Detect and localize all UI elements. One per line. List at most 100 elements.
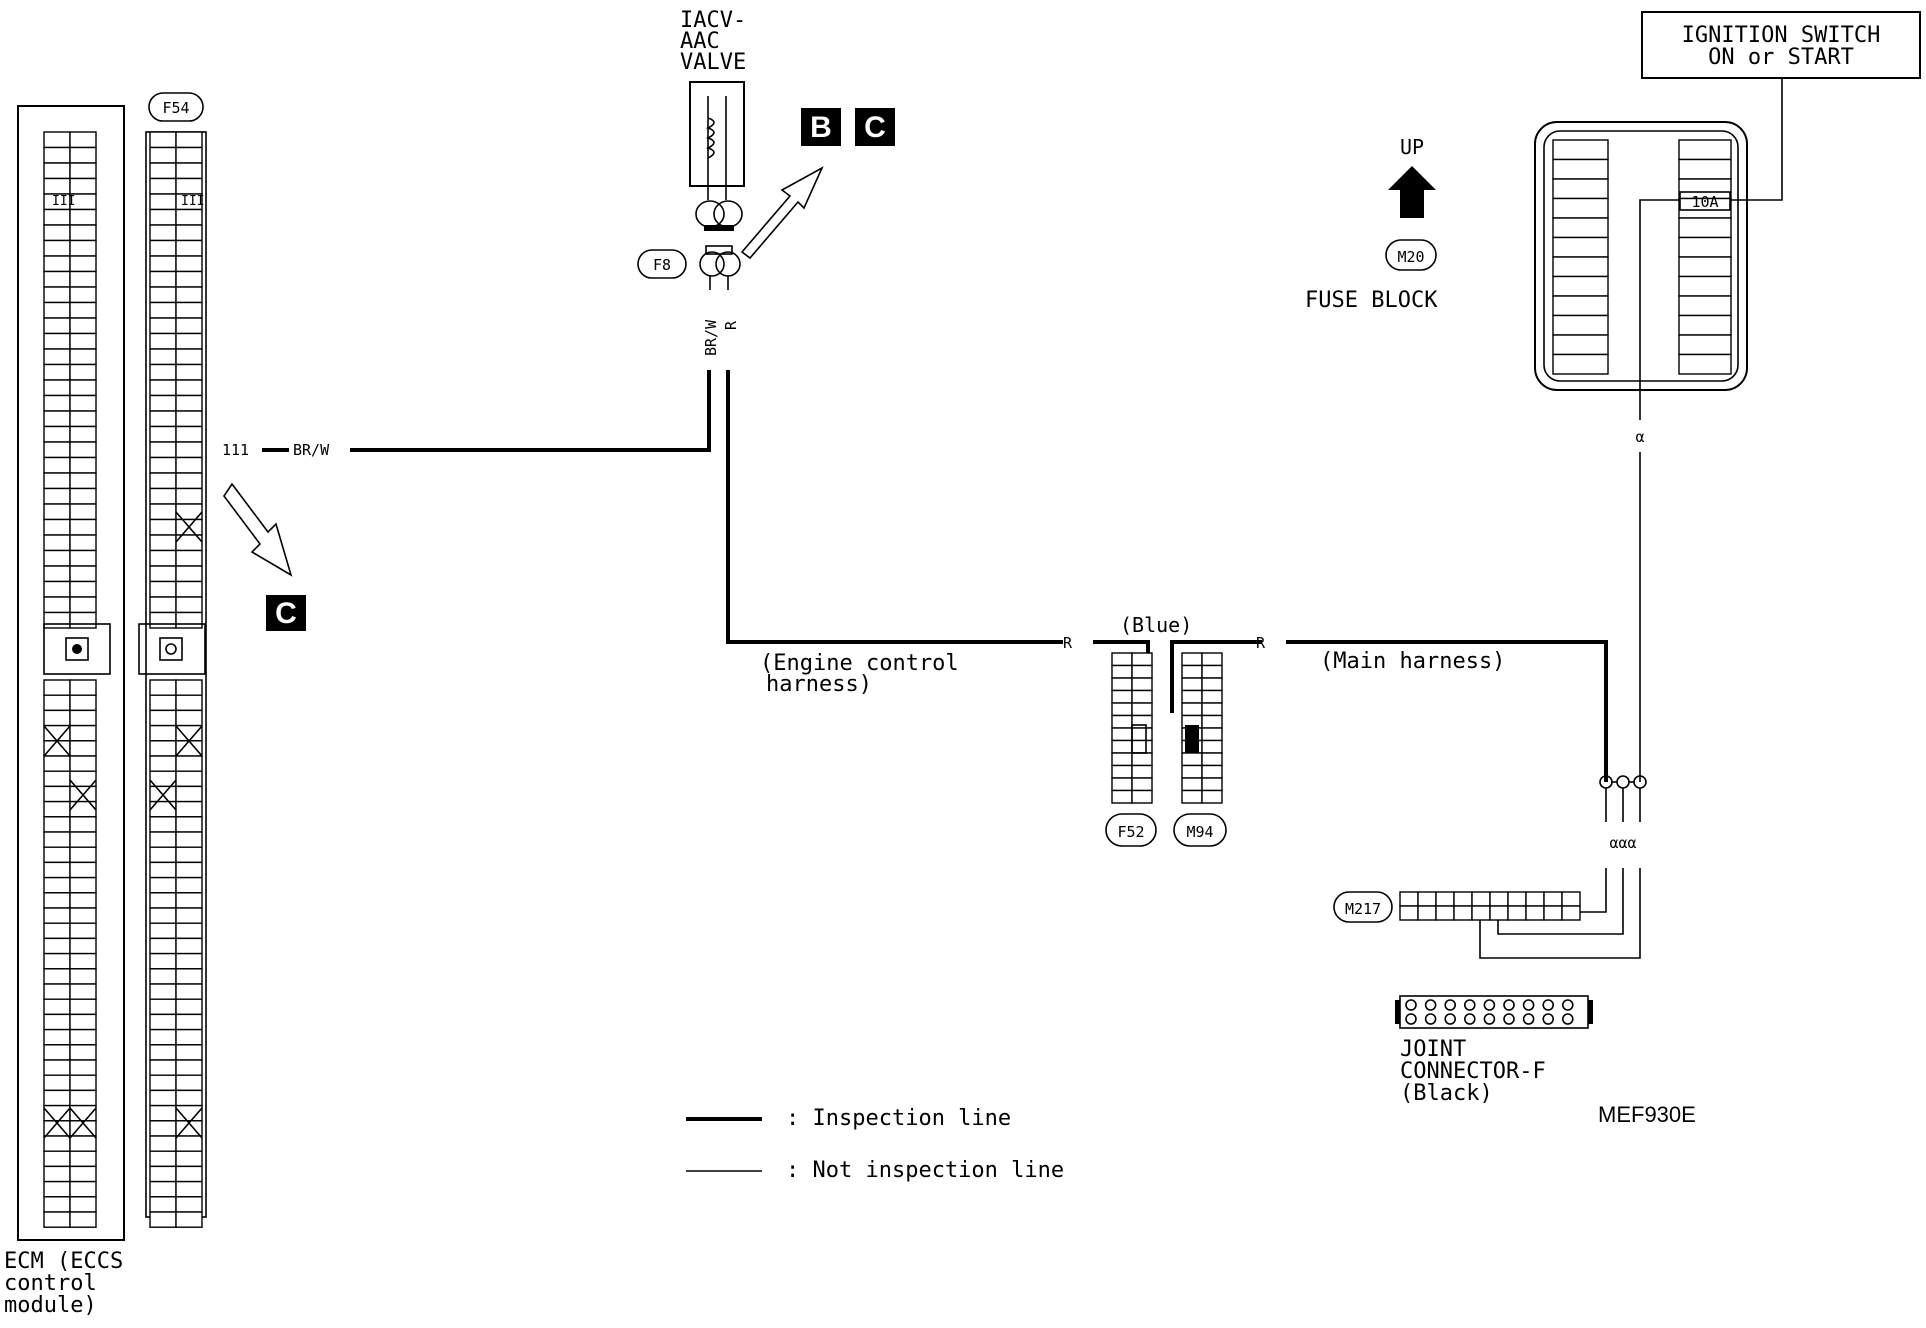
f54-cell (175, 224, 203, 242)
fuse-slot-cell (1678, 314, 1732, 336)
ecm-cell (43, 286, 71, 304)
connector-m217: M217 (1333, 891, 1581, 923)
f54-cell (149, 831, 177, 848)
terminal-111-wire: 111 BR/W (222, 370, 711, 459)
ecm-cell (69, 487, 97, 505)
f54-cell (149, 425, 177, 443)
f54-cell (175, 611, 203, 629)
ecm-cell (43, 270, 71, 288)
m94-cell (1201, 664, 1223, 679)
fuse-slot-cell (1552, 158, 1609, 180)
ecm-cell (43, 709, 71, 727)
ecm-cell (69, 270, 97, 288)
fuse-slot-cell (1678, 295, 1732, 317)
f54-cell (149, 694, 177, 712)
f54-cell (149, 379, 177, 397)
ecm-cell (69, 596, 97, 614)
fuse-block: 10A (1534, 121, 1748, 391)
f54-cell (149, 800, 177, 818)
ecm-cell (43, 1028, 71, 1046)
f54-cell (175, 937, 203, 955)
ecm-cell (69, 679, 97, 696)
m217-cell (1471, 891, 1491, 907)
ecm-cell (43, 846, 71, 864)
f54-cell (149, 301, 177, 319)
ecm-cell (69, 1180, 97, 1198)
f54-cell (149, 709, 177, 727)
f54-cell (149, 1013, 177, 1031)
f54-cell (149, 146, 177, 164)
ecm-cell (43, 968, 71, 985)
joint-pin (1405, 1013, 1417, 1025)
f54-cell (149, 131, 177, 149)
ecm-cell (69, 952, 97, 970)
ecm-cell (69, 255, 97, 273)
connector-tag-m20: M20 (1385, 239, 1437, 271)
svg-text:F8: F8 (653, 256, 671, 274)
valve-label-3: VALVE (680, 50, 746, 75)
ecm-cell (43, 131, 71, 149)
ecm-cell (43, 596, 71, 614)
ecm-cell (43, 1044, 71, 1061)
valve-label-2: AAC (680, 29, 720, 54)
ecm-cell (43, 518, 71, 536)
f54-cell (175, 709, 203, 727)
f54-cell (149, 224, 177, 242)
ecm-cell (69, 162, 97, 180)
f54-cell (149, 998, 177, 1016)
ecm-connector-grid (43, 131, 97, 1228)
fuse-slot-cell (1552, 197, 1609, 219)
f54-cell (149, 861, 177, 879)
joint-label-2: CONNECTOR-F (1400, 1059, 1546, 1084)
f54-cell (149, 441, 177, 459)
ecm-cell (69, 998, 97, 1016)
wire-r-engine (726, 370, 1063, 644)
m217-cell (1525, 905, 1545, 921)
f54-cell (149, 518, 177, 536)
ecm-cell (43, 611, 71, 629)
f54-cell (149, 892, 177, 909)
joint-pin (1503, 1013, 1515, 1025)
ecm-cell (69, 363, 97, 381)
f52-cell (1111, 664, 1133, 679)
f54-cell (149, 394, 177, 412)
ecm-cell (43, 534, 71, 552)
f54-cell (149, 580, 177, 598)
f52-cell (1111, 777, 1133, 792)
f52-cell (1131, 677, 1153, 692)
engine-harness-label-2: harness) (766, 672, 872, 697)
f54-cell (149, 332, 177, 350)
svg-text:F54: F54 (162, 99, 189, 117)
ecm-cell (43, 394, 71, 412)
f54-cell (175, 892, 203, 909)
f54-cell (149, 239, 177, 257)
joint-pin (1562, 999, 1574, 1011)
connector-f52: F52 (1105, 652, 1157, 847)
ecm-cell (69, 1089, 97, 1107)
f54-cell (175, 952, 203, 970)
connector-tag-f54: F54 (148, 92, 204, 122)
ecm-cell (69, 1074, 97, 1092)
ecm-cell (69, 907, 97, 924)
ecm-cell (43, 876, 71, 894)
f54-cell (175, 1059, 203, 1076)
f54-cell (175, 456, 203, 474)
fuse-slot-cell (1552, 334, 1609, 356)
main-harness-label: (Main harness) (1320, 649, 1505, 674)
ecm-cell (43, 239, 71, 257)
ecm-cell (69, 379, 97, 397)
f52-cell (1131, 752, 1153, 767)
f54-cell (149, 1089, 177, 1107)
ecm-cell (43, 146, 71, 164)
ecm-cell (43, 907, 71, 924)
f52-cell (1111, 689, 1133, 704)
fuse-slot-cell (1678, 217, 1732, 239)
f52-cell (1131, 739, 1153, 754)
f54-cell (149, 348, 177, 366)
f54-cell (149, 565, 177, 583)
ecm-cell (69, 846, 97, 864)
f54-cell (175, 487, 203, 505)
ecm-cell (43, 861, 71, 879)
fuse-rating: 10A (1691, 193, 1718, 211)
f54-cell (149, 1059, 177, 1076)
